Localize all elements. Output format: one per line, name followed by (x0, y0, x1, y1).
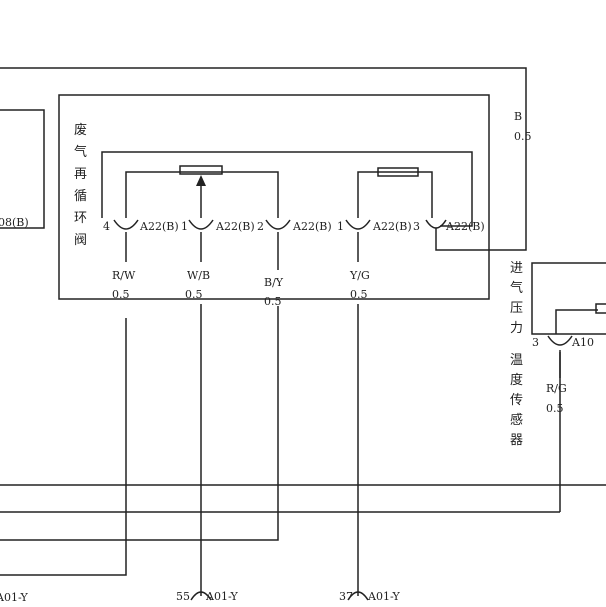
left-component-box (0, 109, 45, 229)
egr-wire-1-color: R/W (112, 269, 136, 282)
top-wire-color: B (514, 110, 522, 123)
egr-wire-1-gauge: 0.5 (112, 288, 130, 301)
wire-by-lower (0, 306, 279, 541)
top-wire-label: B 0.5 (514, 110, 532, 143)
egr-pin-2: 1 A22(B) (181, 219, 255, 233)
bottom-connector-3-label: A01-Y (367, 590, 400, 603)
egr-pin-3-connector: A22(B) (292, 220, 332, 233)
egr-pin-1-connector: A22(B) (139, 220, 179, 233)
egr-wire-1-label: R/W 0.5 (112, 269, 136, 301)
egr-valve-title: 废 气 再 循 环 阀 (74, 122, 87, 248)
svg-text:环: 环 (74, 211, 87, 226)
egr-pin-3: 2 A22(B) (257, 219, 332, 233)
bottom-connector-1-label: A01-Y (0, 591, 28, 604)
egr-valve-box (58, 94, 490, 300)
svg-text:阀: 阀 (74, 233, 87, 248)
top-wire-gauge: 0.5 (514, 130, 532, 143)
solenoid (357, 167, 433, 218)
wire-rw-lower (0, 318, 127, 576)
egr-wire-2-color: W/B (187, 269, 210, 282)
svg-text:器: 器 (510, 433, 523, 448)
svg-text:气: 气 (510, 280, 523, 296)
svg-text:度: 度 (510, 372, 523, 388)
egr-pin-4: 1 A22(B) (337, 219, 412, 233)
svg-text:温: 温 (510, 353, 523, 368)
map-sensor-inner (555, 309, 598, 334)
egr-pin-2-connector: A22(B) (215, 220, 255, 233)
egr-pin-4-connector: A22(B) (372, 220, 412, 233)
svg-text:压: 压 (510, 301, 523, 316)
egr-wire-4-gauge: 0.5 (350, 288, 368, 301)
top-wire-b (0, 67, 527, 251)
svg-text:气: 气 (74, 144, 87, 160)
svg-text:进: 进 (510, 261, 523, 276)
egr-pin-1: 4 A22(B) (103, 219, 179, 233)
egr-inner-frame (101, 151, 473, 227)
svg-text:传: 传 (510, 393, 523, 408)
egr-pin-5-connector: A22(B) (445, 220, 485, 233)
map-sensor-wire-label: R/G 0.5 (546, 382, 567, 415)
svg-text:感: 感 (510, 412, 523, 428)
map-sensor-box (531, 262, 606, 335)
egr-pin-4-number: 1 (337, 220, 344, 233)
map-sensor-wire-gauge: 0.5 (546, 402, 564, 415)
egr-wire-3-color: B/Y (264, 276, 284, 289)
bottom-connector-2-label: A01-Y (205, 590, 238, 603)
egr-pin-5: 3 A22(B) (413, 219, 485, 233)
egr-wire-3-gauge: 0.5 (264, 295, 282, 308)
svg-text:再: 再 (74, 167, 87, 182)
map-sensor-pin: 3 A10 (532, 335, 594, 349)
egr-pin-1-number: 4 (103, 220, 110, 233)
svg-text:废: 废 (74, 122, 87, 138)
egr-pin-5-number: 3 (413, 220, 420, 233)
svg-text:力: 力 (510, 321, 523, 336)
svg-text:循: 循 (74, 189, 87, 204)
egr-pin-2-number: 1 (181, 220, 188, 233)
map-sensor-pin-connector: A10 (571, 336, 594, 349)
bottom-connector-1: A01-Y (0, 591, 28, 604)
potentiometer (125, 165, 279, 218)
egr-wire-2-gauge: 0.5 (185, 288, 203, 301)
egr-wire-3-label: B/Y 0.5 (264, 276, 284, 308)
bottom-connector-3: 37 A01-Y (339, 590, 400, 603)
map-sensor-title: 进 气 压 力 温 度 传 感 器 (510, 261, 523, 448)
bottom-connector-3-number: 37 (339, 590, 353, 603)
map-sensor-element (595, 303, 606, 314)
left-component-connector: 08(B) (0, 216, 29, 229)
map-sensor-pin-number: 3 (532, 336, 539, 349)
egr-pin-3-number: 2 (257, 220, 264, 233)
egr-wire-2-label: W/B 0.5 (185, 269, 210, 301)
egr-wire-4-label: Y/G 0.5 (349, 269, 370, 301)
bottom-connector-2-number: 55 (176, 590, 190, 603)
egr-wire-4-color: Y/G (349, 269, 370, 282)
map-sensor-wire-color: R/G (546, 382, 567, 395)
bottom-connector-2: 55 A01-Y (176, 590, 238, 603)
wiper-arrow-icon (196, 175, 206, 186)
